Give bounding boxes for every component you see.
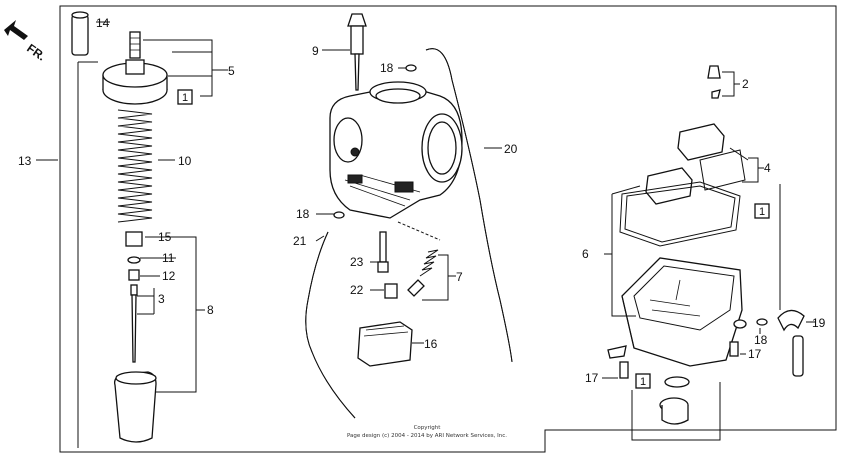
kit-box-right-text: 1	[759, 206, 765, 218]
callout-18-mid: 18	[296, 207, 310, 221]
throttle-valve-icon	[114, 371, 157, 443]
part-14-cylinder-icon	[71, 11, 89, 56]
callout-17-left: 17	[585, 371, 599, 385]
float-bowl-group: 1 1	[602, 65, 816, 441]
part-15-retainer-icon	[125, 231, 143, 247]
callout-23: 23	[350, 255, 364, 269]
callout-labels: 14 5 13 10 15 11 12 3 8 9 18 20 18 21 23…	[18, 16, 826, 385]
part-2-needle-icon	[707, 65, 721, 99]
copyright-notice: Copyright Page design (c) 2004 - 2014 by…	[347, 425, 507, 439]
gasket-icon	[619, 181, 741, 247]
callout-15: 15	[158, 230, 172, 244]
spring-icon	[117, 109, 153, 223]
front-direction-arrow: FR.	[4, 20, 48, 64]
carb-body-icon	[329, 81, 463, 219]
copyright-line-2: Page design (c) 2004 - 2014 by ARI Netwo…	[347, 433, 507, 439]
part-4-float-icon	[645, 123, 749, 205]
callout-17-right: 17	[748, 347, 762, 361]
bolt-17-left-icon	[607, 345, 629, 379]
copyright-line-1: Copyright	[414, 425, 442, 431]
callout-19: 19	[812, 316, 826, 330]
slide-assembly: 1	[36, 11, 228, 448]
part-5-screw-icon	[129, 31, 141, 59]
kit-box-left-text: 1	[182, 92, 188, 104]
top-cap-icon	[102, 59, 168, 105]
carburetor-body-group	[305, 13, 513, 419]
part-12-spacer-icon	[128, 269, 140, 281]
part-11-clip-icon	[127, 256, 141, 264]
callout-12: 12	[162, 269, 176, 283]
jet-needle-icon	[130, 284, 138, 363]
kit-box-bottom-text: 1	[640, 376, 646, 388]
clip-18-mid-icon	[333, 211, 345, 219]
callout-20: 20	[504, 142, 518, 156]
callout-9: 9	[312, 44, 319, 58]
callout-22: 22	[350, 283, 364, 297]
callout-13: 13	[18, 154, 32, 168]
part-23-jet-icon	[377, 231, 389, 273]
kit-box-left: 1	[177, 89, 193, 105]
float-bowl-icon	[621, 257, 743, 367]
clip-18-top-icon	[405, 64, 417, 72]
callout-10: 10	[178, 154, 192, 168]
part-16-cover-icon	[357, 321, 413, 367]
part-9-screw-icon	[347, 13, 367, 91]
callout-18-top: 18	[380, 61, 394, 75]
callout-16: 16	[424, 337, 438, 351]
callout-14: 14	[96, 16, 110, 30]
kit-box-right: 1	[754, 203, 770, 219]
hose-19-icon	[777, 309, 805, 377]
clip-18-right-icon	[756, 318, 768, 326]
part-7-float-valve-icon	[407, 249, 439, 297]
callout-21: 21	[293, 234, 307, 248]
kit-box-bottom: 1	[635, 373, 651, 389]
callout-4: 4	[764, 161, 771, 175]
fr-label: FR.	[24, 41, 48, 64]
callout-11: 11	[162, 251, 175, 265]
diagram-frame	[59, 5, 837, 453]
callout-3: 3	[158, 292, 165, 306]
callout-18-right: 18	[754, 333, 768, 347]
bolt-17-right-icon	[729, 319, 747, 357]
hose-21-icon	[305, 231, 356, 419]
callout-2: 2	[742, 77, 749, 91]
callout-7: 7	[456, 270, 463, 284]
callout-6: 6	[582, 247, 589, 261]
callout-5: 5	[228, 64, 235, 78]
drain-plug-icon	[659, 376, 690, 425]
callout-8: 8	[207, 303, 214, 317]
part-22-jet-icon	[384, 283, 398, 299]
